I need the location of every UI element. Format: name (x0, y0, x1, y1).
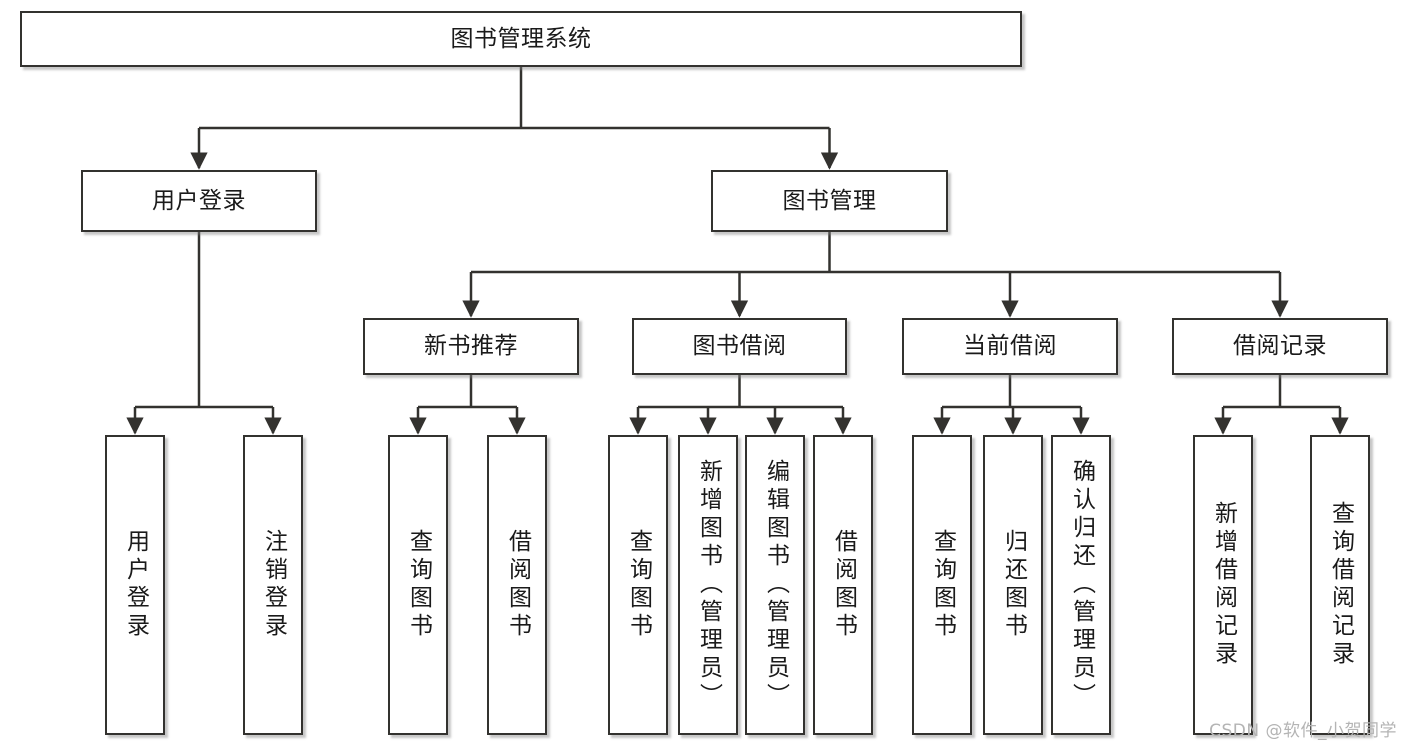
node-leaf-confirm-return-admin[interactable]: 确认归还（管理员） (1051, 435, 1111, 735)
node-leaf-query-record[interactable]: 查询借阅记录 (1310, 435, 1370, 735)
node-label-leaf-query-record: 查询借阅记录 (1327, 501, 1354, 669)
node-leaf-borrow-book-2[interactable]: 借阅图书 (813, 435, 873, 735)
node-leaf-edit-book-admin[interactable]: 编辑图书（管理员） (745, 435, 805, 735)
node-book-manage[interactable]: 图书管理 (711, 170, 948, 232)
node-label-book-borrow: 图书借阅 (692, 333, 787, 359)
node-current-borrow[interactable]: 当前借阅 (902, 318, 1118, 375)
node-label-leaf-logout: 注销登录 (260, 529, 287, 641)
node-user-login[interactable]: 用户登录 (81, 170, 317, 232)
node-label-leaf-confirm-return-admin: 确认归还（管理员） (1068, 459, 1095, 711)
node-label-leaf-return-book: 归还图书 (1000, 529, 1027, 641)
node-label-current-borrow: 当前借阅 (963, 333, 1057, 359)
node-label-root: 图书管理系统 (450, 25, 592, 52)
node-label-borrow-record: 借阅记录 (1233, 333, 1327, 359)
node-leaf-add-book-admin[interactable]: 新增图书（管理员） (678, 435, 738, 735)
node-leaf-borrow-book-1[interactable]: 借阅图书 (487, 435, 547, 735)
node-leaf-return-book[interactable]: 归还图书 (983, 435, 1043, 735)
node-label-leaf-edit-book-admin: 编辑图书（管理员） (762, 459, 789, 711)
node-label-leaf-borrow-book-2: 借阅图书 (830, 529, 857, 641)
node-label-new-book-recommend: 新书推荐 (424, 333, 518, 359)
node-label-book-manage: 图书管理 (782, 187, 877, 214)
node-label-leaf-query-book-3: 查询图书 (929, 529, 956, 641)
node-label-leaf-user-login: 用户登录 (122, 529, 149, 641)
node-new-book-recommend[interactable]: 新书推荐 (363, 318, 579, 375)
node-leaf-user-login[interactable]: 用户登录 (105, 435, 165, 735)
node-label-user-login: 用户登录 (152, 187, 246, 214)
node-label-leaf-add-book-admin: 新增图书（管理员） (695, 459, 722, 711)
node-leaf-add-record[interactable]: 新增借阅记录 (1193, 435, 1253, 735)
watermark-text: CSDN @软件_小贺同学 (1209, 721, 1397, 741)
node-label-leaf-borrow-book-1: 借阅图书 (504, 529, 531, 641)
node-root[interactable]: 图书管理系统 (20, 11, 1022, 67)
node-leaf-query-book-1[interactable]: 查询图书 (388, 435, 448, 735)
node-borrow-record[interactable]: 借阅记录 (1172, 318, 1388, 375)
node-label-leaf-query-book-1: 查询图书 (405, 529, 432, 641)
node-label-leaf-query-book-2: 查询图书 (625, 529, 652, 641)
node-label-leaf-add-record: 新增借阅记录 (1210, 501, 1237, 669)
node-leaf-query-book-3[interactable]: 查询图书 (912, 435, 972, 735)
node-leaf-logout[interactable]: 注销登录 (243, 435, 303, 735)
node-leaf-query-book-2[interactable]: 查询图书 (608, 435, 668, 735)
node-book-borrow[interactable]: 图书借阅 (632, 318, 847, 375)
